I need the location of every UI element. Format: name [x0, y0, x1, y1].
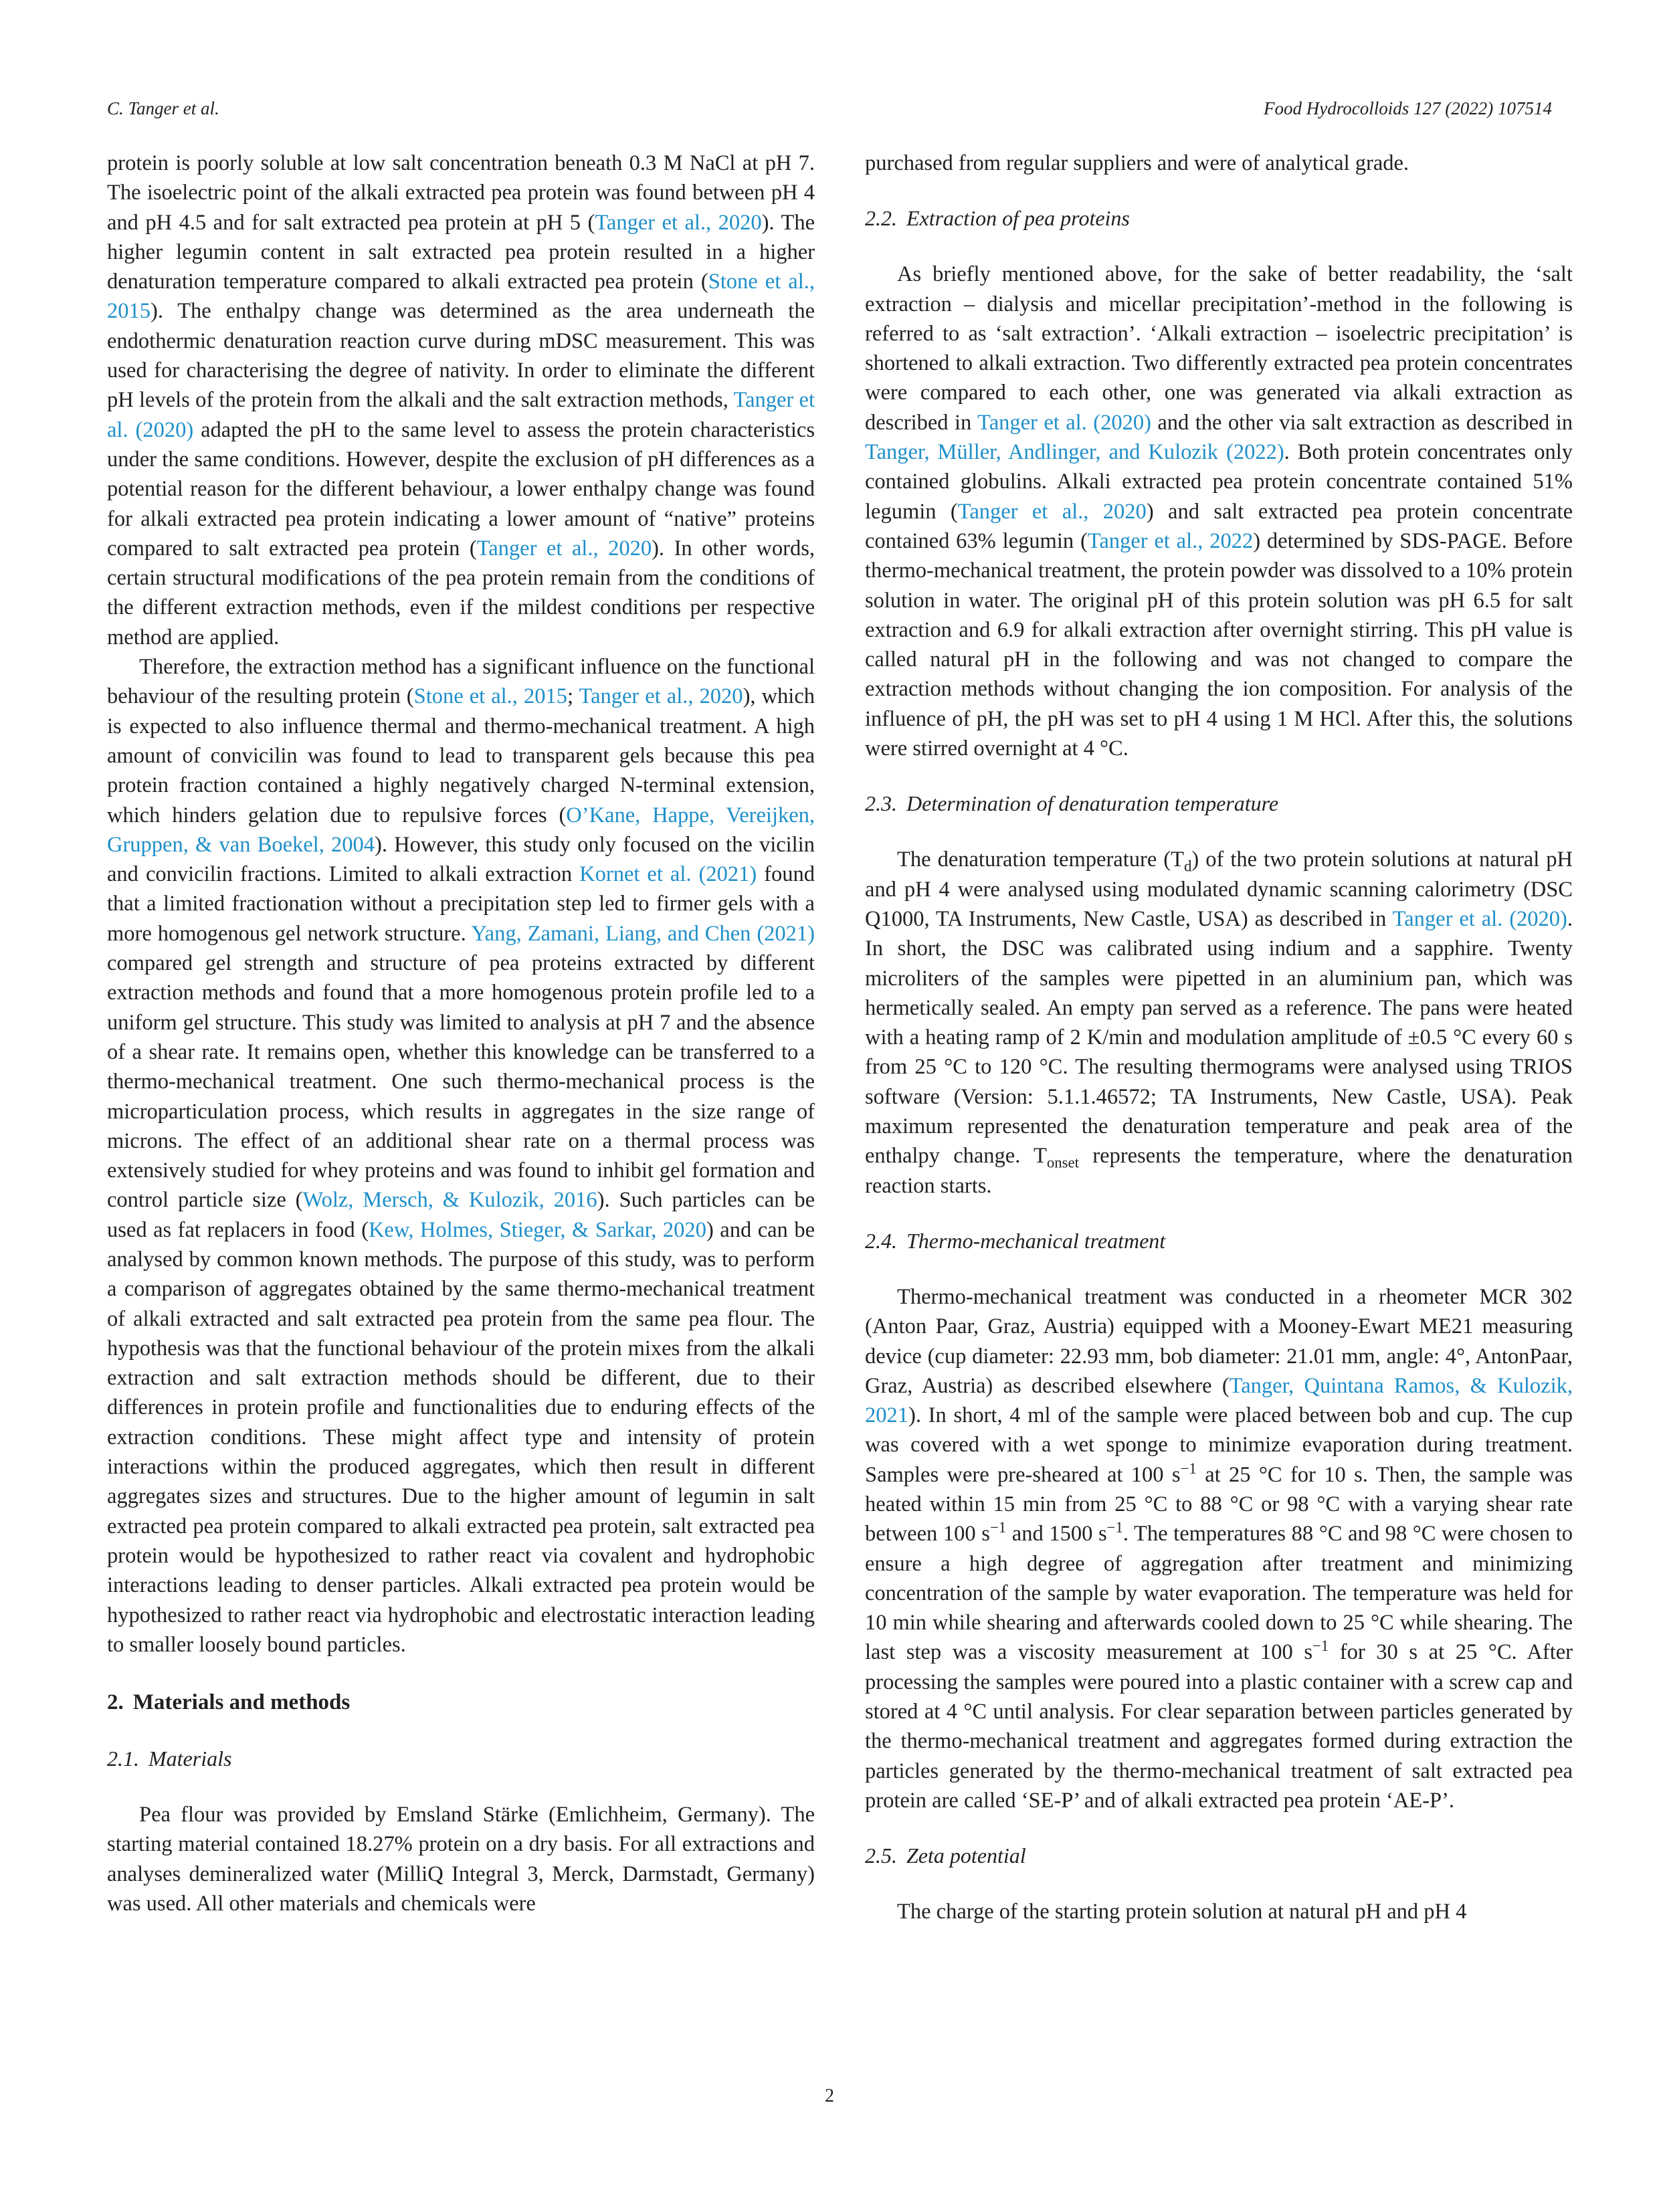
citation-link[interactable]: Tanger et al., 2020: [595, 210, 762, 235]
paragraph: purchased from regular suppliers and wer…: [865, 151, 1409, 175]
page-number: 2: [825, 2086, 834, 2106]
citation-link[interactable]: Yang, Zamani, Liang, and Chen (2021): [471, 921, 815, 946]
right-column: purchased from regular suppliers and wer…: [865, 148, 1573, 1927]
paragraph: Therefore, the extraction method has a s…: [107, 655, 815, 1657]
running-head-author: C. Tanger et al.: [107, 98, 219, 118]
subsection-heading: 2.4.Thermo-mechanical treatment: [865, 1228, 1166, 1253]
citation-link[interactable]: Tanger et al., 2022: [1087, 528, 1254, 553]
citation-link[interactable]: Tanger et al., 2020: [476, 536, 652, 561]
running-head-journal: Food Hydrocolloids 127 (2022) 107514: [1264, 98, 1552, 118]
paragraph: Thermo-mechanical treatment was conducte…: [865, 1284, 1573, 1813]
citation-link[interactable]: Stone et al., 2015: [413, 684, 567, 709]
paragraph: The denaturation temperature (Td) of the…: [865, 847, 1573, 1198]
citation-link[interactable]: Stone et al., 2015: [107, 270, 815, 324]
paragraph: Pea flour was provided by Emsland Stärke…: [107, 1803, 815, 1916]
citation-link[interactable]: Tanger et al. (2020): [977, 410, 1151, 435]
subsection-heading: 2.2.Extraction of pea proteins: [865, 206, 1130, 231]
citation-link[interactable]: Kew, Holmes, Stieger, & Sarkar, 2020: [368, 1217, 706, 1242]
citation-link[interactable]: Tanger, Müller, Andlinger, and Kulozik (…: [865, 440, 1284, 465]
section-heading: 2.Materials and methods: [107, 1690, 351, 1715]
citation-link[interactable]: Tanger et al., 2020: [957, 499, 1147, 524]
citation-link[interactable]: Tanger, Quintana Ramos, & Kulozik, 2021: [865, 1373, 1573, 1428]
paragraph: As briefly mentioned above, for the sake…: [865, 262, 1573, 761]
citation-link[interactable]: Tanger et al. (2020): [107, 388, 815, 442]
subsection-heading: 2.1.Materials: [107, 1746, 232, 1771]
citation-link[interactable]: Tanger et al. (2020): [1392, 906, 1567, 931]
citation-link[interactable]: O’Kane, Happe, Vereijken, Gruppen, & van…: [107, 803, 815, 857]
citation-link[interactable]: Wolz, Mersch, & Kulozik, 2016: [302, 1188, 597, 1213]
left-column: protein is poorly soluble at low salt co…: [107, 148, 815, 1918]
paragraph: protein is poorly soluble at low salt co…: [107, 151, 815, 649]
citation-link[interactable]: Kornet et al. (2021): [579, 862, 757, 887]
citation-link[interactable]: Tanger et al., 2020: [579, 684, 743, 709]
paragraph: The charge of the starting protein solut…: [897, 1900, 1467, 1924]
subsection-heading: 2.3.Determination of denaturation temper…: [865, 791, 1279, 816]
subsection-heading: 2.5.Zeta potential: [865, 1843, 1026, 1868]
